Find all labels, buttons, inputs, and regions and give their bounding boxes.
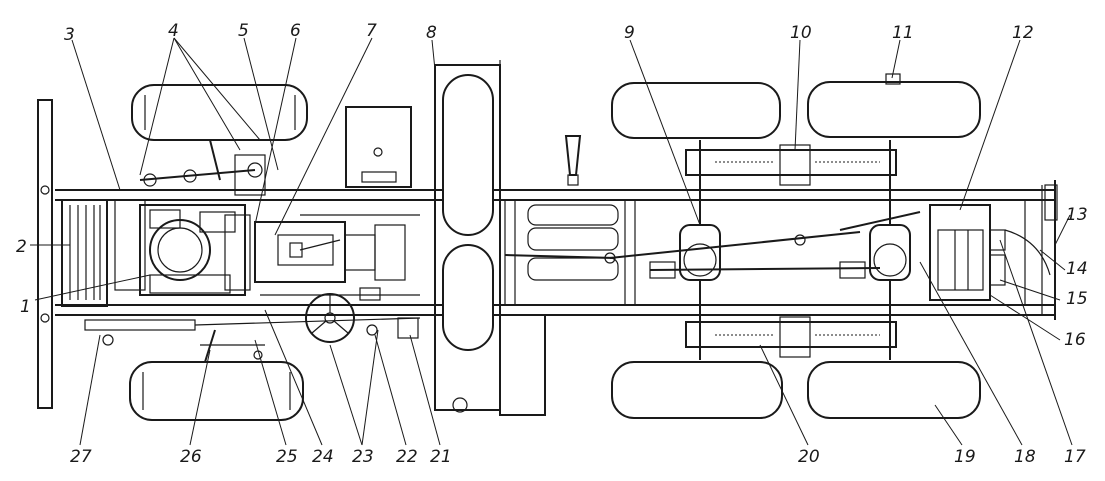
callout-10: 10: [790, 23, 812, 43]
callout-27: 27: [70, 447, 92, 467]
upper-balance-suspension: [685, 144, 897, 186]
callout-1: 1: [20, 297, 31, 317]
radiator: [61, 199, 108, 307]
callout-25: 25: [276, 447, 298, 467]
frame: [55, 180, 1056, 320]
callout-13: 13: [1066, 205, 1088, 225]
callout-19: 19: [954, 447, 976, 467]
callout-18: 18: [1014, 447, 1036, 467]
rear-left-tire: [807, 73, 981, 138]
rear-box: [929, 184, 1058, 301]
gearbox: [254, 214, 420, 296]
callout-8: 8: [426, 23, 437, 43]
rear-right-tire: [807, 361, 981, 419]
front-left-tire: [131, 84, 308, 141]
leader-lines: [30, 37, 1073, 446]
front-right-tire: [129, 361, 304, 421]
fuel-tanks: [527, 204, 619, 281]
middle-right-tire: [611, 361, 783, 419]
callout-9: 9: [624, 23, 635, 43]
callout-17: 17: [1064, 447, 1086, 467]
callout-11: 11: [892, 23, 914, 43]
callout-14: 14: [1066, 259, 1088, 279]
spare-wheel: [434, 60, 546, 416]
callout-24: 24: [312, 447, 334, 467]
propeller-shafts: [504, 211, 921, 271]
callout-2: 2: [16, 237, 27, 257]
dashboard-box: [345, 106, 412, 188]
callout-12: 12: [1012, 23, 1034, 43]
left-side-tubing: [84, 317, 421, 346]
callout-5: 5: [238, 21, 249, 41]
callout-labels: 1 2 3 4 5 6 7 8 9 10 11 12 13 14 15 16 1…: [16, 21, 1088, 467]
callout-20: 20: [798, 447, 820, 467]
engine: [114, 199, 251, 296]
front-bumper: [37, 99, 53, 409]
callout-16: 16: [1064, 330, 1086, 350]
callout-26: 26: [180, 447, 202, 467]
callout-22: 22: [396, 447, 418, 467]
callout-3: 3: [64, 25, 75, 45]
steering-linkage: [139, 139, 266, 363]
callout-6: 6: [290, 21, 301, 41]
middle-left-tire: [611, 82, 781, 139]
lower-balance-suspension: [685, 316, 897, 358]
callout-15: 15: [1066, 289, 1088, 309]
callout-4: 4: [168, 21, 179, 41]
callout-21: 21: [430, 447, 452, 467]
gear-lever: [564, 135, 582, 186]
callout-23: 23: [352, 447, 374, 467]
steering-wheel: [305, 287, 419, 343]
callout-7: 7: [366, 21, 377, 41]
rear-axle: [839, 140, 911, 360]
